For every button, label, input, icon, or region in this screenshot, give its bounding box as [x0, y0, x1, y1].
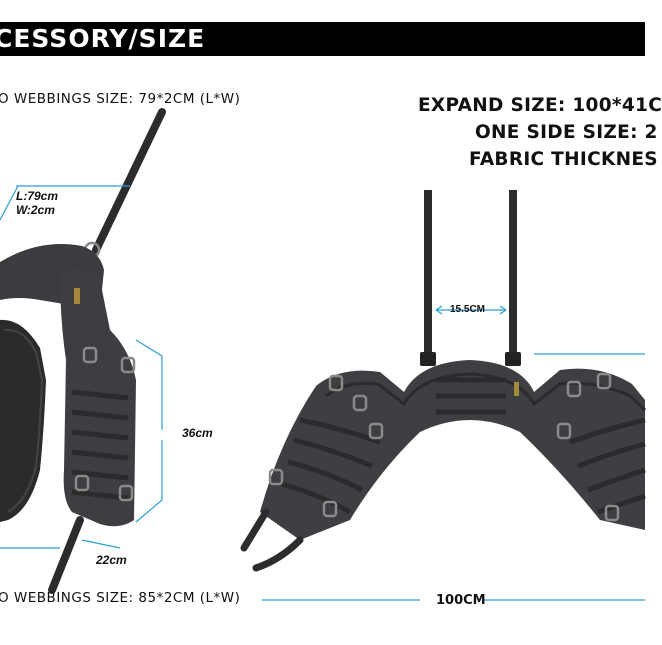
top-webbing-spec: O WEBBINGS SIZE: 79*2CM (L*W)	[0, 91, 241, 107]
page-title: CESSORY/SIZE	[0, 24, 206, 53]
bottom-width-label: 22cm	[96, 553, 127, 567]
total-width-label: 100CM	[436, 593, 486, 608]
header-banner: CESSORY/SIZE	[0, 22, 645, 56]
fabric-thickness-spec: FABRIC THICKNES	[469, 149, 658, 170]
left-dimension-lines	[0, 185, 163, 549]
bottom-webbing-spec: O WEBBINGS SIZE: 85*2CM (L*W)	[0, 590, 241, 606]
width-label: W:2cm	[16, 203, 55, 217]
expand-size-spec: EXPAND SIZE: 100*41C	[418, 95, 662, 116]
strap-gap-label: 15.5CM	[450, 304, 486, 315]
left-product-side-view	[0, 108, 166, 594]
length-label: L:79cm	[16, 189, 59, 203]
one-side-size-spec: ONE SIDE SIZE: 2	[475, 122, 658, 143]
height-label: 36cm	[182, 426, 213, 440]
right-dimension-lines	[262, 305, 645, 601]
right-product-flat-view	[240, 190, 647, 572]
product-illustration	[0, 108, 647, 601]
